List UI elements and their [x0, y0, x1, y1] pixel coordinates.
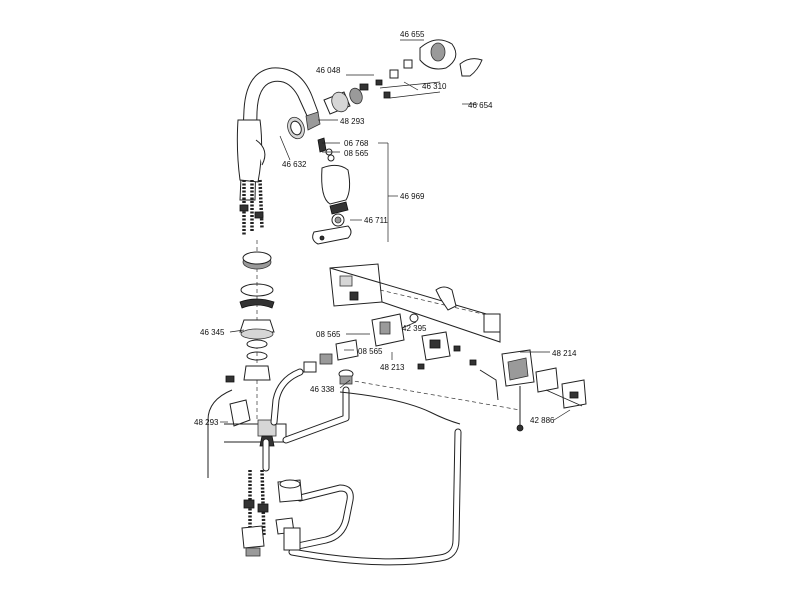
label-46310: 46 310	[422, 82, 447, 91]
label-06768: 06 768	[344, 139, 369, 148]
control-valve-assembly	[303, 263, 501, 385]
label-08565-low: 08 565	[358, 347, 383, 356]
label-48293-bottom: 48 293	[194, 418, 219, 427]
mounting-parts	[225, 240, 275, 420]
label-46655: 46 655	[400, 30, 425, 39]
label-46969: 46 969	[400, 192, 425, 201]
hose-fittings	[241, 479, 303, 557]
label-46338: 46 338	[310, 385, 335, 394]
label-08565-mid: 08 565	[316, 330, 341, 339]
label-46345: 46 345	[200, 328, 225, 337]
label-08565-top: 08 565	[344, 149, 369, 158]
label-42886: 42 886	[530, 416, 555, 425]
label-48213: 48 213	[380, 363, 405, 372]
label-46654: 46 654	[468, 101, 493, 110]
leader-lines	[220, 39, 571, 423]
electronics-box	[501, 349, 587, 432]
spray-head-parts	[287, 111, 352, 245]
label-48293-top: 48 293	[340, 117, 365, 126]
hose-clamp-assembly	[224, 399, 287, 447]
electrical-cable	[207, 369, 521, 478]
label-46711: 46 711	[364, 216, 388, 225]
label-46632: 46 632	[282, 160, 307, 169]
hoses	[248, 368, 462, 566]
label-42395: 42 395	[402, 324, 427, 333]
aerator-assembly	[323, 39, 483, 115]
faucet-body	[236, 67, 319, 235]
part-number-labels: 46 655 46 048 46 310 46 654 48 293 06 76…	[194, 30, 577, 427]
label-46048: 46 048	[316, 66, 341, 75]
label-48214: 48 214	[552, 349, 577, 358]
